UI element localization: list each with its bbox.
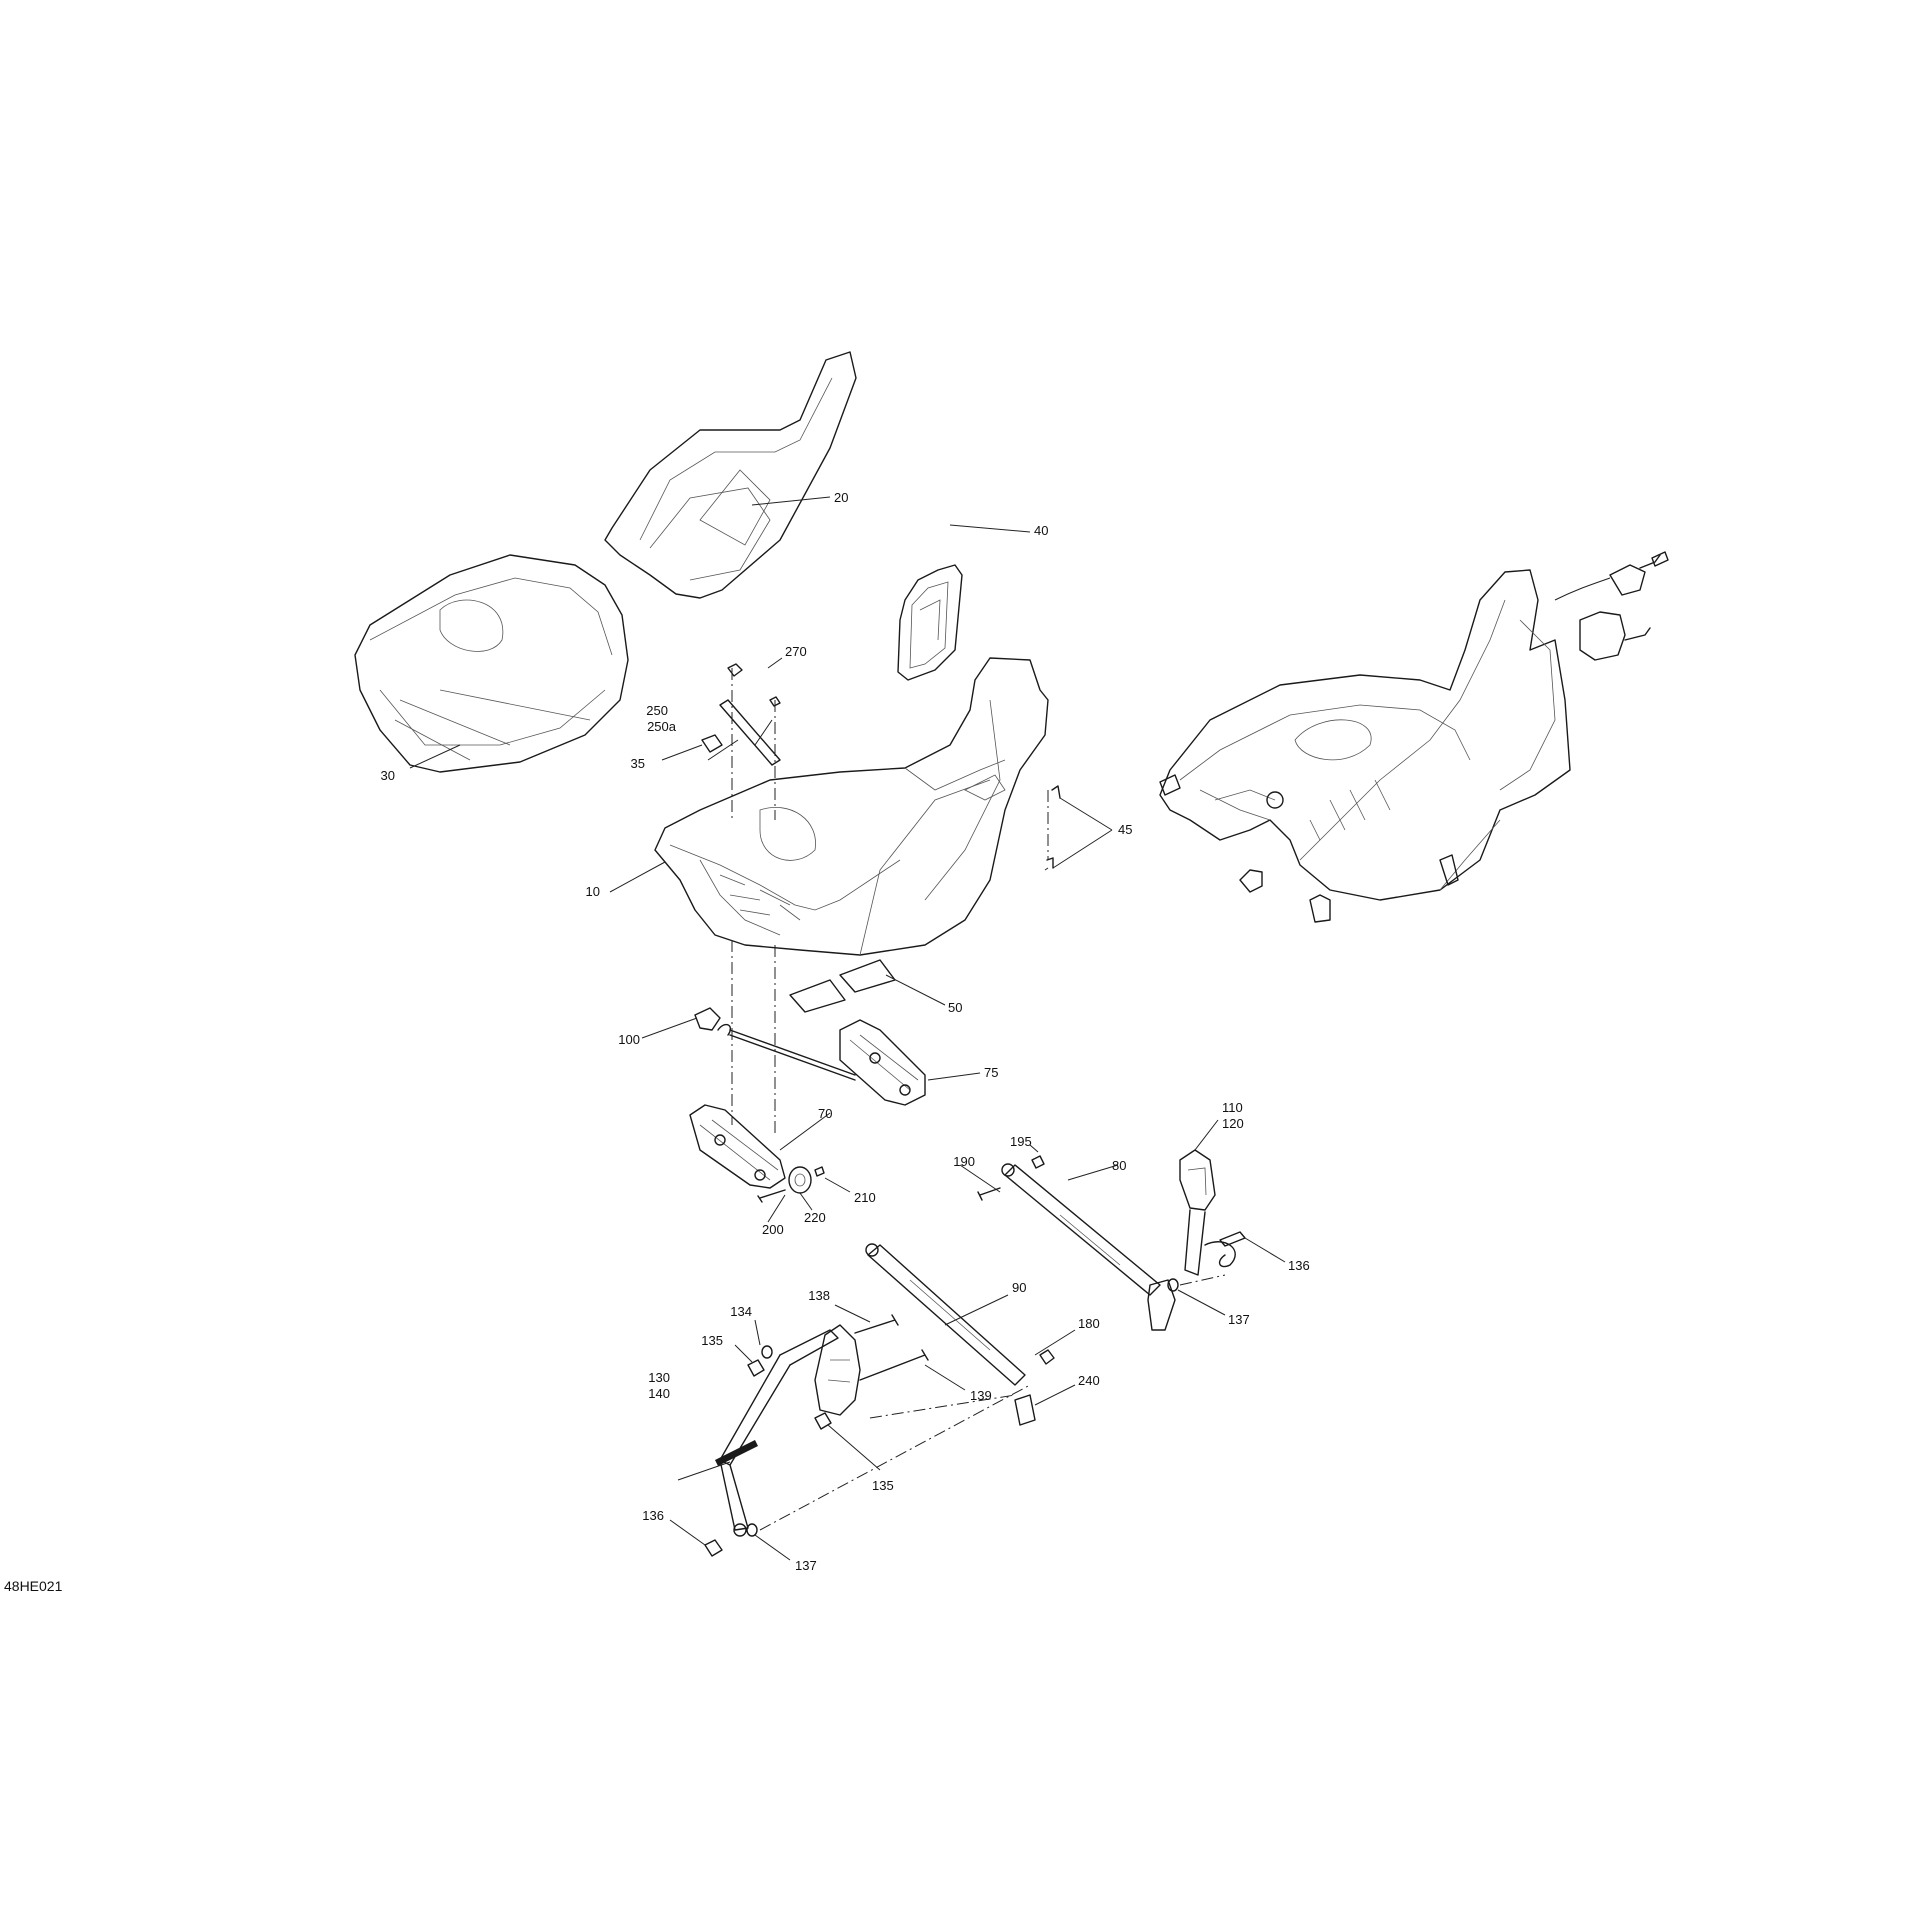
part-135-nut-lower bbox=[814, 1412, 832, 1430]
callout-100: 100 bbox=[618, 1032, 640, 1047]
part-180-nut bbox=[1039, 1349, 1055, 1365]
part-139-bolt bbox=[859, 1349, 929, 1381]
callout-90: 90 bbox=[1012, 1280, 1026, 1295]
part-240-spacer bbox=[1014, 1394, 1036, 1426]
callout-137-right: 137 bbox=[1228, 1312, 1250, 1327]
callout-200: 200 bbox=[762, 1222, 784, 1237]
callout-80: 80 bbox=[1112, 1158, 1126, 1173]
leader-lines bbox=[409, 496, 1286, 1561]
callout-210: 210 bbox=[854, 1190, 876, 1205]
callout-220: 220 bbox=[804, 1210, 826, 1225]
drawing-reference-code: 48HE021 bbox=[4, 1578, 63, 1594]
callout-labels: 20 30 40 10 270 250 250a 35 45 50 100 75… bbox=[381, 490, 1310, 1573]
callout-10: 10 bbox=[586, 884, 600, 899]
part-80-crossbar bbox=[1001, 1163, 1176, 1331]
callout-135-lower: 135 bbox=[872, 1478, 894, 1493]
part-45-screws bbox=[1046, 785, 1061, 869]
part-136-bolt-right bbox=[1219, 1231, 1246, 1247]
part-20-backrest bbox=[604, 351, 857, 599]
callout-70: 70 bbox=[818, 1106, 832, 1121]
part-40-headrest-pad bbox=[897, 564, 963, 681]
callout-240: 240 bbox=[1078, 1373, 1100, 1388]
part-75-rail bbox=[839, 1019, 926, 1106]
part-195-nut bbox=[1031, 1155, 1045, 1169]
callout-136-right: 136 bbox=[1288, 1258, 1310, 1273]
callout-110: 110 bbox=[1222, 1100, 1243, 1115]
callout-45: 45 bbox=[1118, 822, 1132, 837]
callout-135-upper: 135 bbox=[701, 1333, 723, 1348]
part-130-retractor bbox=[715, 1324, 861, 1537]
callout-180: 180 bbox=[1078, 1316, 1100, 1331]
callout-190: 190 bbox=[953, 1154, 975, 1169]
part-270-fasteners bbox=[727, 663, 781, 707]
callout-140: 140 bbox=[648, 1386, 670, 1401]
part-138-bolt bbox=[854, 1314, 899, 1334]
callout-35: 35 bbox=[631, 756, 645, 771]
part-135-nut-upper bbox=[747, 1359, 765, 1377]
part-137-washer-left bbox=[746, 1523, 758, 1537]
callout-30: 30 bbox=[381, 768, 395, 783]
callout-134: 134 bbox=[730, 1304, 752, 1319]
callout-50: 50 bbox=[948, 1000, 962, 1015]
callout-139: 139 bbox=[970, 1388, 992, 1403]
callout-250a: 250a bbox=[647, 719, 677, 734]
assembly-lines bbox=[731, 668, 1226, 1531]
callout-75: 75 bbox=[984, 1065, 998, 1080]
callout-137-left: 137 bbox=[795, 1558, 817, 1573]
part-10-seat-shell bbox=[654, 657, 1049, 956]
callout-20: 20 bbox=[834, 490, 848, 505]
part-210-screw bbox=[814, 1166, 825, 1177]
part-250-strap bbox=[719, 699, 781, 766]
part-137-washer-right bbox=[1167, 1278, 1179, 1292]
callout-195: 195 bbox=[1010, 1134, 1032, 1149]
part-70-rail bbox=[689, 1104, 786, 1189]
callout-136-left: 136 bbox=[642, 1508, 664, 1523]
part-110-buckle bbox=[1179, 1149, 1236, 1276]
part-30-seat-cushion bbox=[354, 554, 629, 773]
part-100-handle bbox=[694, 1007, 856, 1081]
callout-270: 270 bbox=[785, 644, 807, 659]
part-200-screw bbox=[757, 1189, 786, 1203]
part-220-bushing bbox=[788, 1166, 812, 1194]
callout-250: 250 bbox=[646, 703, 668, 718]
part-90-crossbar bbox=[865, 1243, 1026, 1386]
assembled-seat bbox=[1159, 551, 1669, 923]
callout-120: 120 bbox=[1222, 1116, 1244, 1131]
part-35-clip bbox=[701, 734, 723, 753]
part-136-bolt-left bbox=[704, 1539, 723, 1557]
part-134-washer bbox=[761, 1345, 773, 1359]
part-50-labels bbox=[789, 959, 896, 1013]
callout-40: 40 bbox=[1034, 523, 1048, 538]
callout-130: 130 bbox=[648, 1370, 670, 1385]
callout-138: 138 bbox=[808, 1288, 830, 1303]
